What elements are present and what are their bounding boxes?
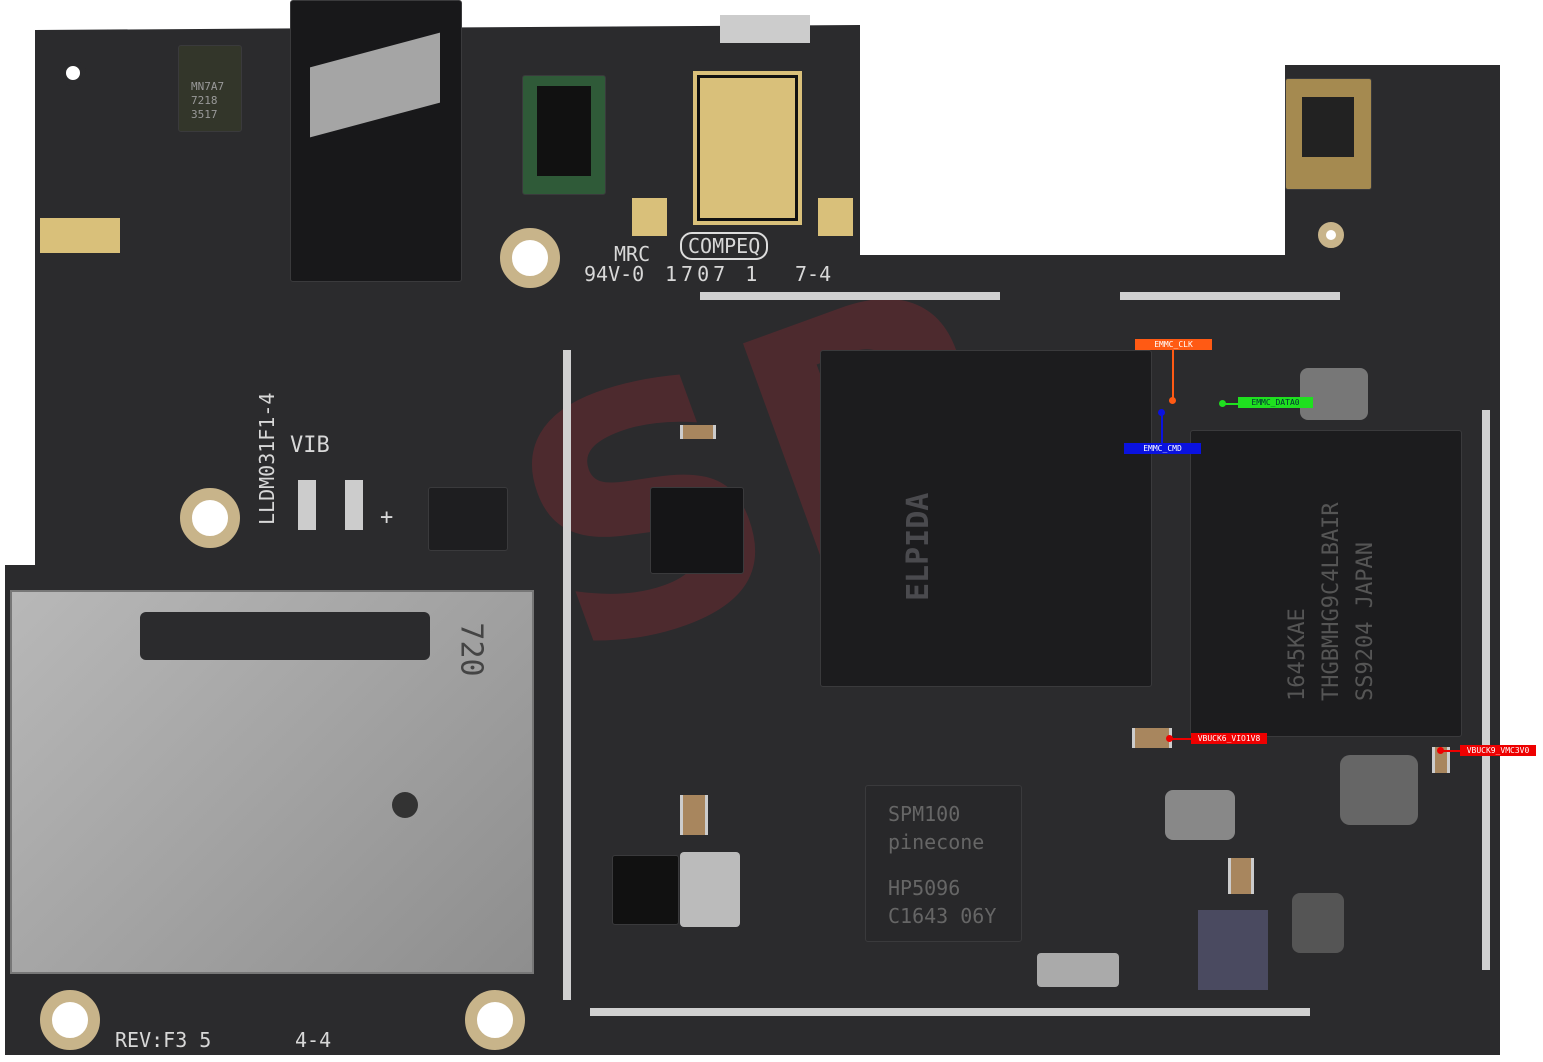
capacitor [680,425,716,439]
inductor [1165,790,1235,840]
annotation-leader [1222,403,1238,405]
emmc-chip: 1645KAE THGBMHG9C4LBAIR SS9204 JAPAN [1190,430,1462,737]
ram-chip: ELPIDA [820,350,1152,687]
mounting-hole [60,60,86,86]
inductor [1292,893,1344,953]
crystal [1037,953,1119,987]
emmc-marking: THGBMHG9C4LBAIR [1319,502,1344,701]
probe-point [1166,735,1173,742]
pmic-marking: HP5096 [888,876,961,900]
sim-card-tray: 720 [10,590,534,974]
probe-point [1169,397,1176,404]
silk-mrc: MRC [614,242,651,266]
vibrator-pad [298,480,316,530]
proximity-sensor [522,75,606,195]
flash-led [1285,78,1372,190]
silk-code: 7-4 [795,262,832,286]
probe-point [1219,400,1226,407]
ram-marking: ELPIDA [901,492,936,601]
annotation-leader [1172,350,1174,400]
shield-strip [1482,410,1490,970]
mounting-hole [40,990,100,1050]
cpu-chip [650,487,744,574]
annotation-leader [1161,412,1163,443]
probe-point [1158,409,1165,416]
connector [720,15,810,43]
emmc-marking: SS9204 JAPAN [1353,542,1378,701]
sim-marking: 720 [453,622,489,677]
antenna-pad [693,71,802,225]
pad [632,198,667,236]
silk-date: 1707 1 [665,262,762,286]
microphone: MN7A7 7218 3517 [178,45,242,132]
capacitor [1432,747,1450,773]
annotation-emmc-data0: EMMC_DATA0 [1238,397,1313,408]
annotation-vbuck6: VBUCK6_VIO1V8 [1191,733,1267,744]
pmic-marking: SPM100 [888,802,961,826]
probe-point [1437,747,1444,754]
vibrator-pad [345,480,363,530]
mic-marking: 3517 [191,108,218,121]
shield-strip [563,350,571,1000]
inductor [1340,755,1418,825]
shield-strip [590,1008,1310,1016]
silk-compeq: COMPEQ [680,232,769,260]
annotation-emmc-clk: EMMC_CLK [1135,339,1212,350]
silk-94v0: 94V-0 [584,262,645,286]
silk-revision: REV:F3 5 [115,1028,212,1052]
capacitor [1228,858,1254,894]
silk-plus: + [380,505,394,530]
annotation-leader [1170,738,1191,740]
shield-strip [1120,292,1340,300]
annotation-leader [1442,750,1460,752]
annotation-vbuck9: VBUCK9_VMC3V0 [1460,745,1536,756]
pmic-marking: pinecone [888,830,985,854]
emmc-marking: 1645KAE [1285,608,1310,701]
silk-vib: VIB [290,433,330,458]
capacitor [680,795,708,835]
pad [40,218,120,253]
annotation-emmc-cmd: EMMC_CMD [1124,443,1201,454]
mounting-hole [1318,222,1344,248]
mic-marking: MN7A7 [191,80,225,93]
mic-marking: 7218 [191,94,218,107]
ic [612,855,679,925]
silk-part-number: LLDM031F1-4 [255,392,279,525]
mounting-hole [465,990,525,1050]
pad [818,198,853,236]
pmic-chip: SPM100 pinecone HP5096 C1643 06Y [865,785,1022,942]
pmic-marking: C1643 06Y [888,904,997,928]
ic [1198,910,1268,990]
inductor [1300,368,1368,420]
ic [428,487,508,551]
mounting-hole [180,488,240,548]
shield-strip [700,292,1000,300]
mounting-hole [500,228,560,288]
silk-revision-2: 4-4 [295,1028,332,1052]
crystal [680,852,740,927]
